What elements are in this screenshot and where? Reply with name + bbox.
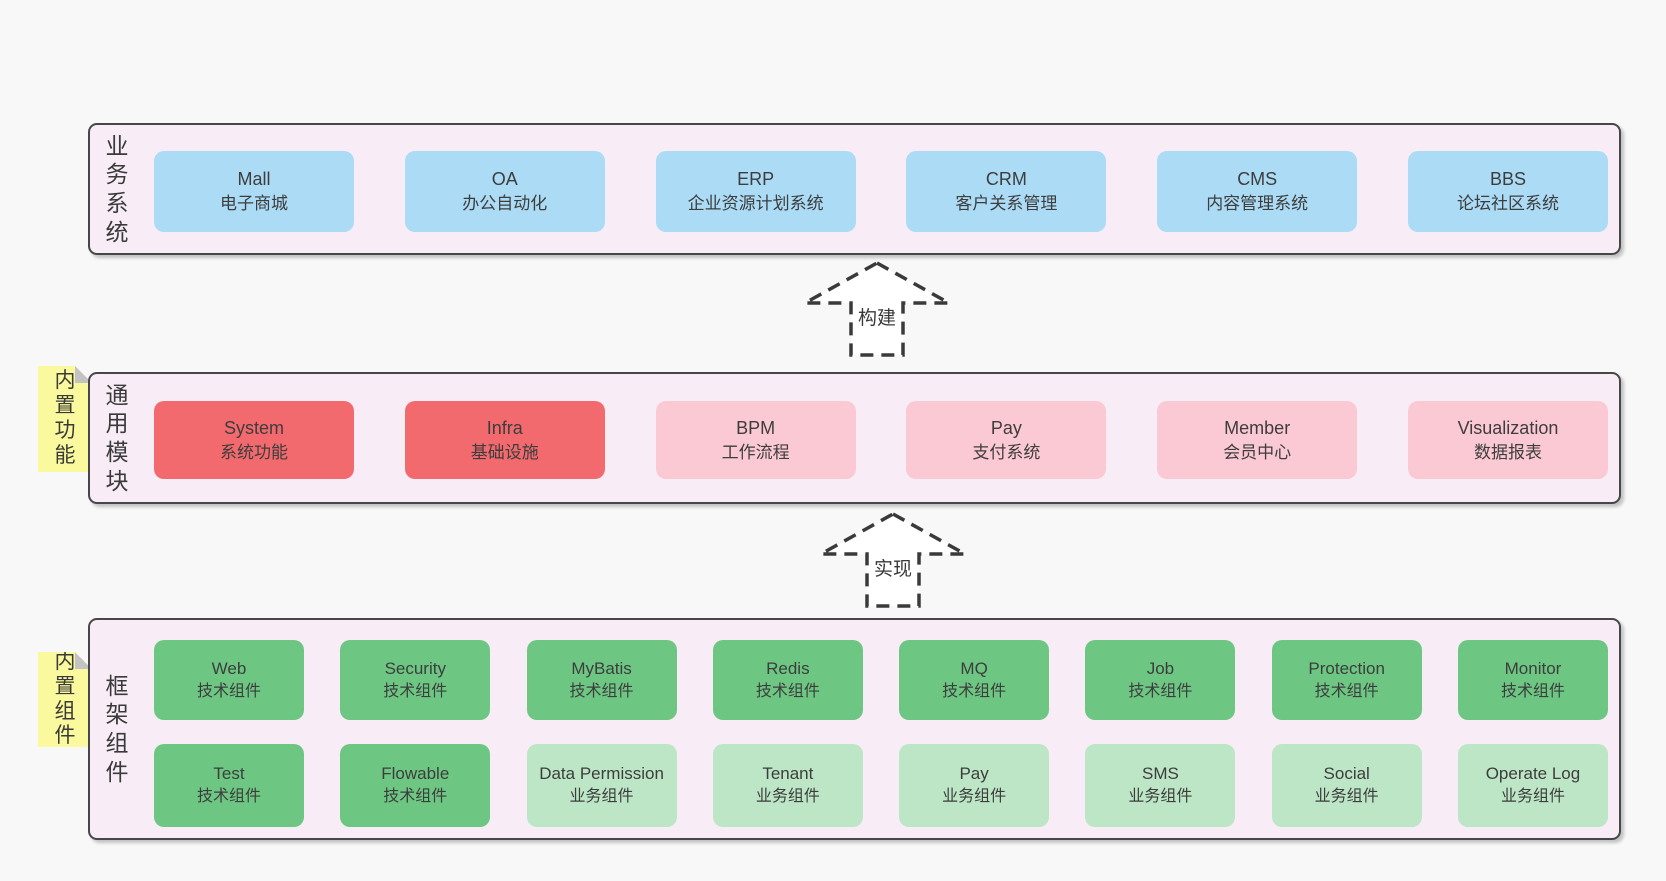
box-title: BBS <box>1489 169 1526 189</box>
box-subtitle: 企业资源计划系统 <box>687 194 824 214</box>
box-subtitle: 办公自动化 <box>462 194 548 214</box>
arrow-implement: 实现 <box>818 511 968 609</box>
sticky-built-in-features: 内置功能 <box>38 366 92 472</box>
box-title: ERP <box>737 169 775 189</box>
box-cms: CMS 内容管理系统 <box>1157 151 1358 232</box>
box-title: Protection <box>1308 658 1385 678</box>
sticky-note-text: 内置功能 <box>54 369 76 467</box>
sticky-note-text: 内置组件 <box>54 649 76 748</box>
box-subtitle: 电子商城 <box>220 194 288 214</box>
box-web: Web 技术组件 <box>154 640 304 720</box>
box-social: Social 业务组件 <box>1271 744 1422 827</box>
box-title: CMS <box>1237 169 1278 189</box>
box-subtitle: 技术组件 <box>755 682 820 700</box>
box-security: Security 技术组件 <box>340 640 491 720</box>
band-label-common-modules: 通用模块 <box>105 381 129 494</box>
box-mall: Mall 电子商城 <box>154 151 354 232</box>
box-title: Web <box>211 658 247 678</box>
box-pay-business: Pay 业务组件 <box>899 744 1050 827</box>
band-framework-components: 框架组件 Web 技术组件 Security 技术组件 MyBatis 技术组件… <box>88 618 1621 840</box>
box-operate-log: Operate Log 业务组件 <box>1457 744 1608 827</box>
box-mq: MQ 技术组件 <box>899 640 1050 720</box>
box-title: Job <box>1146 658 1175 678</box>
box-subtitle: 论坛社区系统 <box>1456 194 1559 214</box>
box-member: Member 会员中心 <box>1157 401 1358 479</box>
box-title: System <box>223 417 284 438</box>
box-subtitle: 工作流程 <box>721 442 790 462</box>
box-mybatis: MyBatis 技术组件 <box>526 640 677 720</box>
box-subtitle: 技术组件 <box>196 788 261 806</box>
box-title: Redis <box>766 658 810 678</box>
box-subtitle: 系统功能 <box>220 442 288 462</box>
box-title: Infra <box>486 417 523 438</box>
box-subtitle: 数据报表 <box>1473 442 1542 462</box>
box-title: MyBatis <box>571 658 632 678</box>
box-pay: Pay 支付系统 <box>906 401 1107 479</box>
box-title: Monitor <box>1504 658 1562 678</box>
box-subtitle: 业务组件 <box>1128 788 1193 806</box>
box-data-permission: Data Permission 业务组件 <box>526 744 677 827</box>
box-subtitle: 技术组件 <box>569 682 634 700</box>
box-subtitle: 基础设施 <box>470 442 539 462</box>
box-erp: ERP 企业资源计划系统 <box>655 151 856 232</box>
box-subtitle: 业务组件 <box>569 788 634 806</box>
box-subtitle: 业务组件 <box>942 788 1007 806</box>
box-title: Flowable <box>381 764 450 784</box>
box-oa: OA 办公自动化 <box>404 151 605 232</box>
box-title: SMS <box>1141 764 1179 784</box>
arrow-build: 构建 <box>802 260 952 358</box>
box-title: Security <box>384 658 446 678</box>
box-title: Test <box>213 764 245 784</box>
box-title: Pay <box>990 417 1022 438</box>
box-title: Operate Log <box>1485 764 1581 784</box>
box-subtitle: 技术组件 <box>942 682 1007 700</box>
box-crm: CRM 客户关系管理 <box>906 151 1107 232</box>
band-label-business-systems: 业务系统 <box>105 132 129 245</box>
band-business-systems: 业务系统 Mall 电子商城 OA 办公自动化 ERP 企业资源计划系统 CRM… <box>88 123 1621 255</box>
box-title: OA <box>491 169 518 189</box>
box-title: MQ <box>960 658 988 678</box>
sticky-built-in-components: 内置组件 <box>38 652 92 747</box>
box-title: Mall <box>237 169 271 189</box>
box-title: Pay <box>959 764 989 784</box>
box-subtitle: 业务组件 <box>755 788 820 806</box>
box-subtitle: 技术组件 <box>383 788 448 806</box>
box-subtitle: 会员中心 <box>1223 442 1292 462</box>
box-redis: Redis 技术组件 <box>712 640 863 720</box>
box-subtitle: 支付系统 <box>972 442 1041 462</box>
box-subtitle: 技术组件 <box>383 682 448 700</box>
box-subtitle: 客户关系管理 <box>955 194 1058 214</box>
box-tenant: Tenant 业务组件 <box>712 744 863 827</box>
box-subtitle: 内容管理系统 <box>1206 194 1309 214</box>
box-subtitle: 技术组件 <box>1128 682 1193 700</box>
box-title: BPM <box>736 417 776 438</box>
box-subtitle: 技术组件 <box>196 682 261 700</box>
box-monitor: Monitor 技术组件 <box>1457 640 1608 720</box>
box-sms: SMS 业务组件 <box>1085 744 1236 827</box>
box-flowable: Flowable 技术组件 <box>340 744 491 827</box>
arrow-label: 实现 <box>870 554 916 581</box>
box-system: System 系统功能 <box>154 401 354 479</box>
band-label-framework-components: 框架组件 <box>105 672 129 785</box>
box-title: Member <box>1224 417 1291 438</box>
box-visualization: Visualization 数据报表 <box>1407 401 1608 479</box>
box-title: Data Permission <box>539 764 664 784</box>
box-protection: Protection 技术组件 <box>1271 640 1422 720</box>
box-bbs: BBS 论坛社区系统 <box>1407 151 1608 232</box>
box-title: Visualization <box>1457 417 1559 438</box>
box-subtitle: 技术组件 <box>1314 682 1379 700</box>
band-common-modules: 通用模块 System 系统功能 Infra 基础设施 BPM 工作流程 Pay… <box>88 372 1621 504</box>
box-subtitle: 技术组件 <box>1500 682 1565 700</box>
arrow-label: 构建 <box>854 303 900 330</box>
box-title: CRM <box>985 169 1027 189</box>
box-title: Tenant <box>762 764 814 784</box>
box-subtitle: 业务组件 <box>1314 788 1379 806</box>
box-title: Social <box>1323 764 1370 784</box>
box-bpm: BPM 工作流程 <box>655 401 856 479</box>
box-infra: Infra 基础设施 <box>404 401 605 479</box>
box-test: Test 技术组件 <box>154 744 304 827</box>
box-subtitle: 业务组件 <box>1500 788 1565 806</box>
box-job: Job 技术组件 <box>1085 640 1236 720</box>
